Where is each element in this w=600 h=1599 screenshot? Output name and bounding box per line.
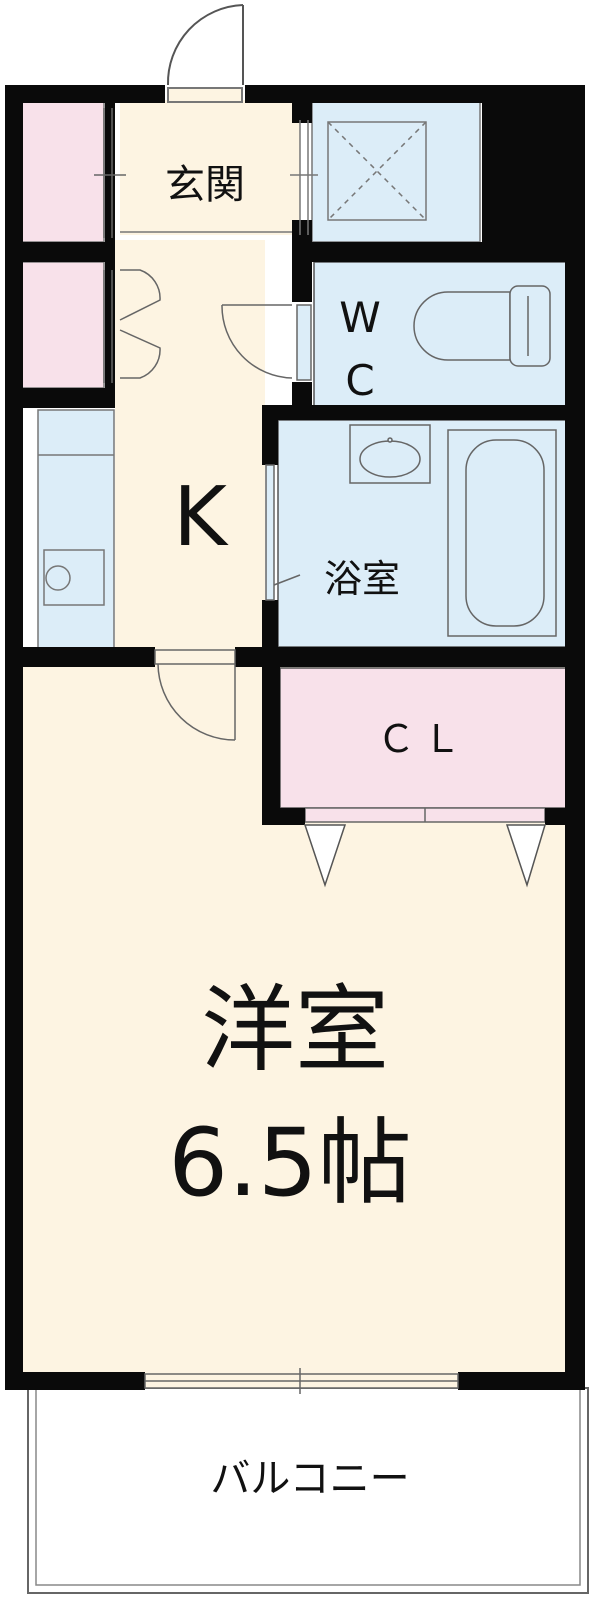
washer-area: [311, 99, 481, 243]
closet-label: ＣＬ: [377, 717, 469, 761]
stove-icon: [38, 454, 114, 606]
western-room-label: 洋室: [201, 976, 389, 1085]
closet-door-markers: [303, 824, 547, 888]
balcony-window: [144, 1368, 459, 1394]
kitchen-floor: [115, 240, 265, 650]
wc-label-top: W: [339, 293, 381, 342]
closet-area: [279, 667, 567, 809]
toilet-icon: [413, 285, 551, 367]
stove-counter: [37, 409, 115, 651]
bath-door: [265, 464, 301, 601]
balcony-label: バルコニー: [210, 1456, 409, 1502]
washing-machine-pan-icon: [290, 120, 427, 235]
bathtub-icon: [447, 429, 557, 637]
room-door: [154, 649, 236, 741]
western-room-size: 6.5帖: [168, 1109, 412, 1218]
genkan-floor: [120, 100, 300, 235]
storage-icon: [94, 108, 161, 383]
kitchen-label: K: [173, 470, 229, 565]
bath-label: 浴室: [324, 557, 400, 601]
genkan-label: 玄関: [165, 162, 245, 208]
shoe-box-upper: [21, 99, 105, 243]
door-swing-icon: [166, 4, 244, 103]
wc-label-bottom: C: [345, 356, 374, 405]
shoe-box-lower: [21, 261, 105, 389]
wc-door: [221, 304, 312, 381]
walls: [5, 85, 585, 1390]
sink-icon: [349, 424, 431, 484]
